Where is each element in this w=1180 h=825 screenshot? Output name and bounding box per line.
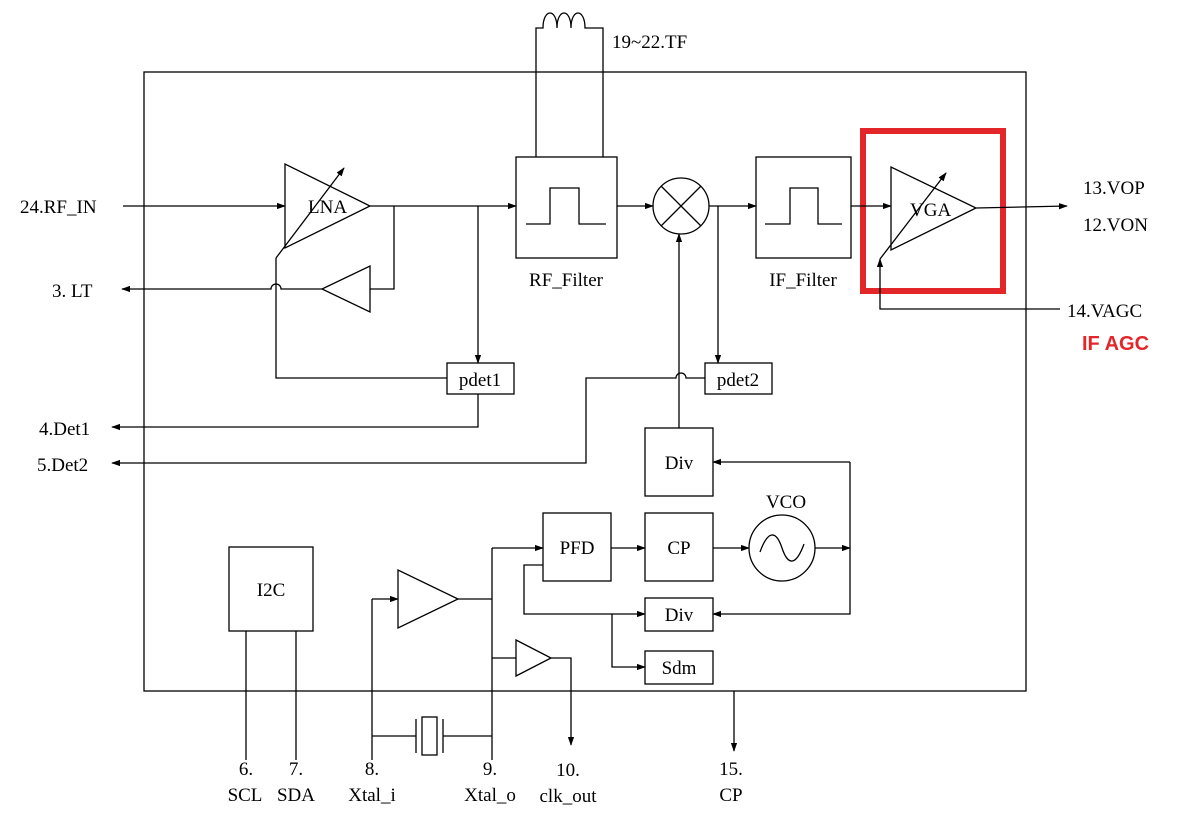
pin-lt-label: 3. LT (52, 281, 93, 302)
div-top-label: Div (665, 453, 694, 474)
if-agc-annotation: IF AGC (1082, 333, 1149, 355)
pin-scl-number: 6. (239, 759, 253, 780)
vco-label: VCO (766, 492, 806, 513)
clk-out-buffer (515, 638, 553, 678)
if-filter-block (755, 156, 852, 259)
chip-boundary (143, 71, 1027, 692)
pin-clk-out-label: clk_out (540, 786, 598, 807)
pin-cp-label: CP (719, 785, 742, 806)
cp-label: CP (667, 538, 690, 559)
sdm-label: Sdm (662, 658, 697, 679)
pfd-label: PFD (560, 538, 595, 559)
vga-gain-control-arrow (879, 172, 947, 260)
i2c-block (228, 546, 314, 632)
pin-vop-label: 13.VOP (1083, 178, 1145, 199)
lna-label: LNA (308, 197, 347, 218)
pin-cp-number: 15. (719, 759, 743, 780)
if-filter-passband-icon (765, 187, 842, 225)
pin-von-label: 12.VON (1083, 215, 1148, 236)
if-agc-highlight-box (860, 128, 1006, 294)
pin-vagc-label: 14.VAGC (1067, 301, 1142, 322)
rf-filter-label: RF_Filter (529, 270, 604, 291)
mixer-icon (652, 177, 710, 235)
signal-wiring (111, 202, 1068, 760)
i2c-label: I2C (257, 580, 286, 601)
xtal-amplifier (397, 568, 460, 630)
pdet1-label: pdet1 (459, 370, 501, 391)
crystal-icon (372, 716, 492, 756)
cp-block (644, 512, 714, 582)
pin-scl-label: SCL (228, 785, 263, 806)
pin-rf-in-label: 24.RF_IN (20, 197, 97, 218)
pin-xtal-i-number: 8. (365, 759, 379, 780)
pdet2-block (704, 362, 773, 395)
pin-sda-number: 7. (289, 759, 303, 780)
pin-clk-out-number: 10. (556, 760, 580, 781)
div-bottom-label: Div (665, 605, 694, 626)
tf-inductor-icon (535, 12, 604, 157)
pin-tf-label: 19~22.TF (612, 32, 687, 53)
rf-filter-block (515, 156, 618, 259)
vga-label: VGA (910, 200, 951, 221)
sdm-block (644, 650, 714, 685)
pin-det1-label: 4.Det1 (39, 419, 90, 440)
pfd-block (542, 512, 612, 582)
rf-filter-passband-icon (526, 187, 606, 225)
pin-xtal-o-number: 9. (483, 759, 497, 780)
lna-gain-control-arrow (275, 167, 345, 259)
vco-oscillator-icon (748, 514, 816, 582)
lt-buffer-amplifier (320, 264, 371, 314)
pin-xtal-o-label: Xtal_o (464, 785, 516, 806)
div-bottom-block (644, 597, 714, 632)
pin-xtal-i-label: Xtal_i (348, 785, 396, 806)
pin-sda-label: SDA (277, 785, 315, 806)
if-filter-label: IF_Filter (769, 270, 837, 291)
pdet2-label: pdet2 (717, 370, 759, 391)
pin-det2-label: 5.Det2 (37, 455, 88, 476)
